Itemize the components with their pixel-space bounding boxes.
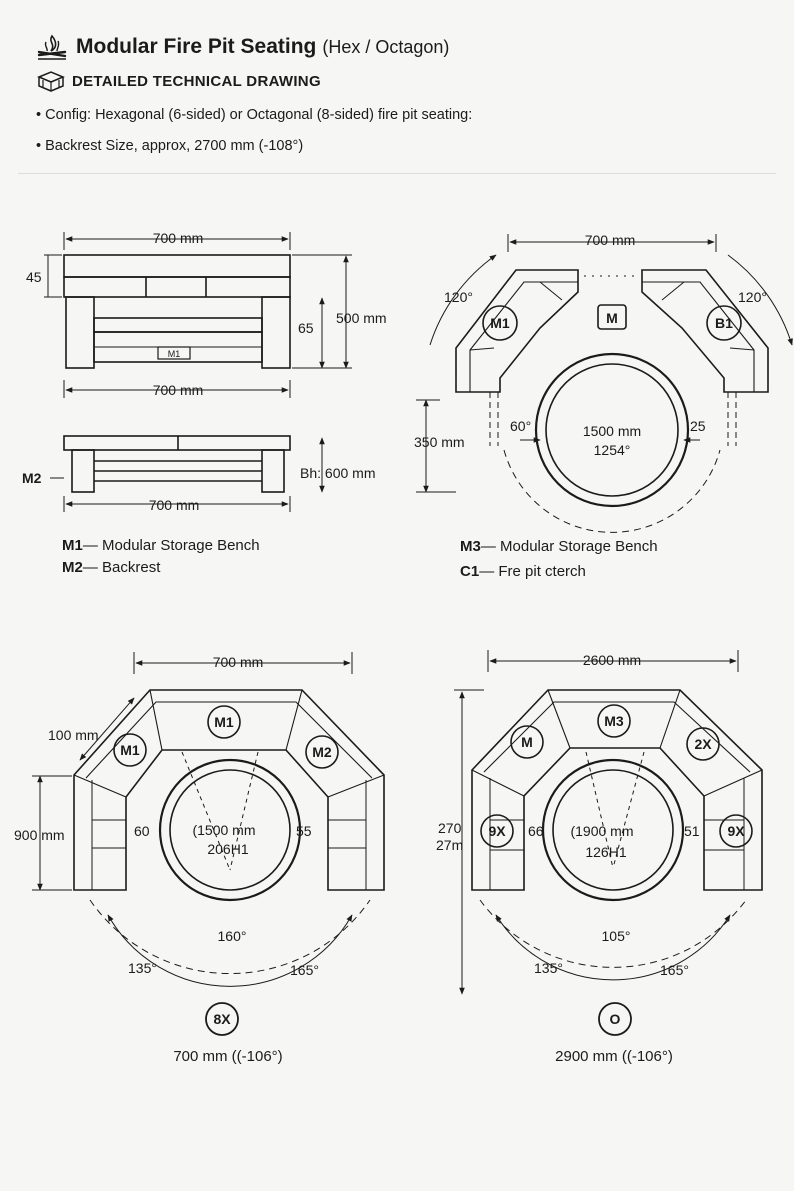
- hex-plan-bottom: [32, 652, 385, 1036]
- label-oct-gap-right: 51: [684, 823, 700, 839]
- label-hex-pit-diameter: 1500 mm: [583, 423, 641, 439]
- label-top-width: 700 mm: [153, 230, 204, 246]
- label-oct-height-a: 270: [438, 820, 462, 836]
- label-hexb-gap-left: 60: [134, 823, 150, 839]
- label-hexb-angle-right: 165°: [290, 962, 319, 978]
- label-hexb-height: 900 mm: [14, 827, 65, 843]
- backrest-view: [50, 435, 325, 512]
- legend-c1-code: C1: [460, 563, 480, 580]
- legend-m3-code: M3: [460, 538, 481, 555]
- legend-m2-code: M2: [62, 559, 83, 576]
- label-hex-angle-left: 120°: [444, 289, 473, 305]
- label-oct-height-b: 27m: [436, 837, 463, 853]
- page-title: Modular Fire Pit Seating: [76, 35, 317, 58]
- caption-oct: 2900 mm ((-106°): [555, 1048, 673, 1065]
- bullet-backrest: • Backrest Size, approx, 2700 mm (-108°): [36, 138, 304, 154]
- label-mid-height: 65: [298, 320, 314, 336]
- octagon-plan-bottom: [454, 650, 763, 1036]
- badge-hexb-m1-top: M1: [214, 714, 234, 730]
- label-hex-angle-right: 120°: [738, 289, 767, 305]
- label-oct-pit-diameter: (1900 mm: [570, 823, 633, 839]
- caption-hex: 700 mm ((-106°): [173, 1048, 282, 1065]
- label-hexb-side: 100 mm: [48, 727, 99, 743]
- legend-c1: C1— Fre pit cterch: [460, 563, 586, 580]
- label-oct-arc-angle: 105°: [602, 928, 631, 944]
- badge-hexb-m1-left: M1: [120, 742, 140, 758]
- label-oct-pit-code: 126H1: [585, 844, 626, 860]
- label-backrest-width: 700 mm: [149, 497, 200, 513]
- badge-oct-m: M: [521, 734, 533, 750]
- label-hex-pit-angle: 1254°: [594, 442, 631, 458]
- badge-oct-m3: M3: [604, 713, 624, 729]
- label-bench-width: 700 mm: [153, 382, 204, 398]
- header-divider: [18, 173, 776, 174]
- bench-front-view: [44, 232, 352, 398]
- bench-tag: M1: [168, 349, 181, 359]
- label-hexb-angle-left: 135°: [128, 960, 157, 976]
- badge-hex-center: M: [606, 310, 618, 326]
- label-hexb-gap-right: 55: [296, 823, 312, 839]
- legend-c1-text: — Fre pit cterch: [479, 563, 586, 580]
- bullet-config: • Config: Hexagonal (6-sided) or Octagon…: [36, 107, 473, 123]
- badge-config-8x: 8X: [213, 1011, 231, 1027]
- page-title-suffix: (Hex / Octagon): [322, 36, 450, 57]
- label-hex-gap-left: 60°: [510, 418, 531, 434]
- badge-hex-b1: B1: [715, 315, 733, 331]
- label-oct-gap-left: 66: [528, 823, 544, 839]
- legend-m3: M3— Modular Storage Bench: [460, 538, 658, 555]
- label-hex-top-width: 700 mm: [585, 232, 636, 248]
- legend-m2: M2— Backrest: [62, 559, 160, 576]
- label-left-height: 45: [26, 269, 42, 285]
- legend-m2-text: — Backrest: [82, 559, 161, 576]
- legend-m1-text: — Modular Storage Bench: [82, 537, 260, 554]
- legend-m3-text: — Modular Storage Bench: [480, 538, 658, 555]
- badge-oct-9x-right: 9X: [727, 823, 745, 839]
- badge-oct-9x-left: 9X: [488, 823, 506, 839]
- label-backrest-code: M2: [22, 470, 42, 486]
- label-oct-top-width: 2600 mm: [583, 652, 641, 668]
- label-backrest-height: Bh: 600 mm: [300, 465, 375, 481]
- label-oct-angle-left: 135°: [534, 960, 563, 976]
- title-row: Modular Fire Pit Seating (Hex / Octagon): [36, 30, 776, 64]
- legend-m1: M1— Modular Storage Bench: [62, 537, 260, 554]
- subtitle-row: DETAILED TECHNICAL DRAWING: [36, 66, 776, 96]
- label-hexb-pit-code: 206H1: [207, 841, 248, 857]
- legend-m1-code: M1: [62, 537, 83, 554]
- badge-hex-m1: M1: [490, 315, 510, 331]
- hex-plan-top: [416, 234, 793, 533]
- header: Modular Fire Pit Seating (Hex / Octagon)…: [36, 30, 776, 96]
- campfire-icon: [37, 34, 67, 60]
- label-oct-angle-right: 165°: [660, 962, 689, 978]
- label-hexb-pit-diameter: (1500 mm: [192, 822, 255, 838]
- page-subtitle: DETAILED TECHNICAL DRAWING: [72, 72, 321, 90]
- badge-oct-2x: 2X: [694, 736, 712, 752]
- blueprint-icon: [37, 71, 65, 92]
- badge-config-o: O: [610, 1011, 621, 1027]
- label-hexb-top-width: 700 mm: [213, 654, 264, 670]
- label-hexb-arc-angle: 160°: [218, 928, 247, 944]
- label-total-height: 500 mm: [336, 310, 387, 326]
- badge-hexb-m2: M2: [312, 744, 332, 760]
- label-hex-gap-right: 25: [690, 418, 706, 434]
- label-hex-height: 350 mm: [414, 434, 465, 450]
